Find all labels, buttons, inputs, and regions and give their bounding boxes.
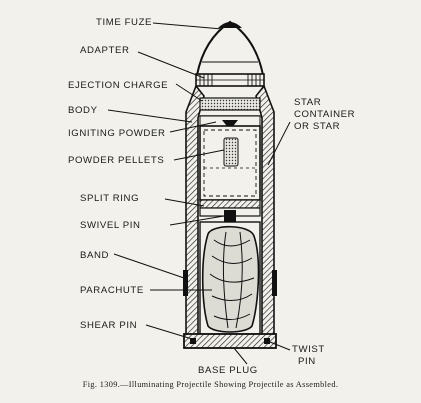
label-swivel-pin: SWIVEL PIN: [80, 220, 141, 231]
label-star-line1: STAR: [294, 97, 321, 108]
label-ejection-charge: EJECTION CHARGE: [68, 80, 168, 91]
label-twist-pin-line2: PIN: [298, 356, 316, 367]
label-powder-pellets: POWDER PELLETS: [68, 155, 164, 166]
star-container: [199, 125, 261, 201]
powder-pellets: [223, 137, 239, 167]
time-fuze: [195, 20, 265, 76]
adapter: [195, 73, 265, 87]
label-time-fuze: TIME FUZE: [96, 17, 152, 28]
label-igniting-powder: IGNITING POWDER: [68, 128, 165, 139]
label-parachute: PARACHUTE: [80, 285, 144, 296]
twist-pin: [264, 338, 270, 344]
base-plug: [183, 333, 277, 349]
band: [183, 270, 188, 296]
ejection-charge: [199, 97, 261, 117]
parachute: [199, 221, 261, 335]
label-body: BODY: [68, 105, 98, 116]
label-star-line3: OR STAR: [294, 121, 340, 132]
shear-pin: [190, 338, 196, 344]
figure-caption: Fig. 1309.—Illuminating Projectile Showi…: [82, 380, 339, 389]
label-split-ring: SPLIT RING: [80, 193, 139, 204]
label-shear-pin: SHEAR PIN: [80, 320, 137, 331]
label-base-plug: BASE PLUG: [198, 365, 258, 376]
label-twist-pin-line1: TWIST: [292, 344, 325, 355]
label-adapter: ADAPTER: [80, 45, 130, 56]
label-star-line2: CONTAINER: [294, 109, 355, 120]
leader-lines: [107, 22, 291, 365]
label-band: BAND: [80, 250, 109, 261]
